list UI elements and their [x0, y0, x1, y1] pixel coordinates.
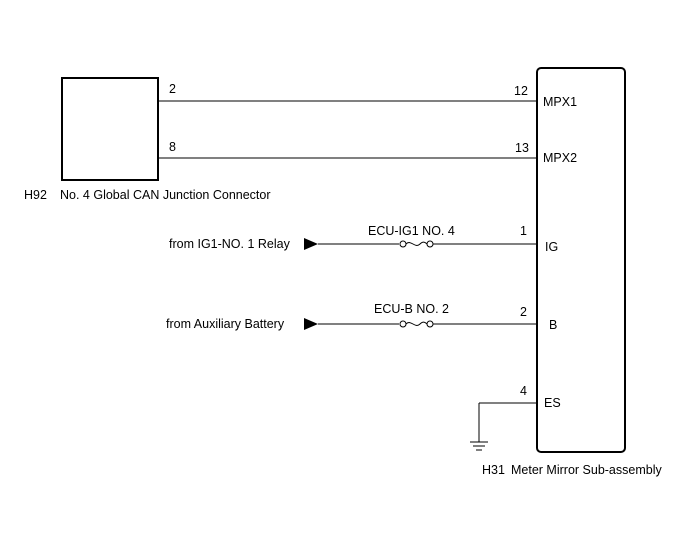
h31-pin-label-mpx2: MPX2	[543, 151, 577, 165]
source-b-label: from Auxiliary Battery	[166, 317, 285, 331]
ground-icon	[470, 441, 488, 451]
h31-pin-num-mpx1: 12	[514, 84, 528, 98]
h92-pin-mpx1: 2	[169, 82, 176, 96]
connector-h92-code: H92	[24, 188, 47, 202]
connector-h92-box	[61, 77, 159, 181]
fuse-icon-b	[399, 320, 434, 328]
h31-pin-num-mpx2: 13	[515, 141, 529, 155]
fuse-icon-ig	[399, 240, 434, 248]
meter-h31-box	[536, 67, 626, 453]
h92-pin-mpx2: 8	[169, 140, 176, 154]
h31-pin-label-es: ES	[544, 396, 561, 410]
h31-pin-label-mpx1: MPX1	[543, 95, 577, 109]
arrow-right-icon-ig	[304, 238, 318, 250]
fuse-label-b: ECU-B NO. 2	[374, 302, 449, 316]
fuse-label-ig: ECU-IG1 NO. 4	[368, 224, 455, 238]
meter-h31-code: H31	[482, 463, 505, 477]
meter-h31-name: Meter Mirror Sub-assembly	[511, 463, 662, 477]
connector-h92-name: No. 4 Global CAN Junction Connector	[60, 188, 271, 202]
h31-pin-num-ig: 1	[520, 224, 527, 238]
h31-pin-num-es: 4	[520, 384, 527, 398]
arrow-right-icon-b	[304, 318, 318, 330]
h31-pin-label-ig: IG	[545, 240, 558, 254]
source-ig-label: from IG1-NO. 1 Relay	[169, 237, 291, 251]
h31-pin-num-b: 2	[520, 305, 527, 319]
h31-pin-label-b: B	[549, 318, 557, 332]
